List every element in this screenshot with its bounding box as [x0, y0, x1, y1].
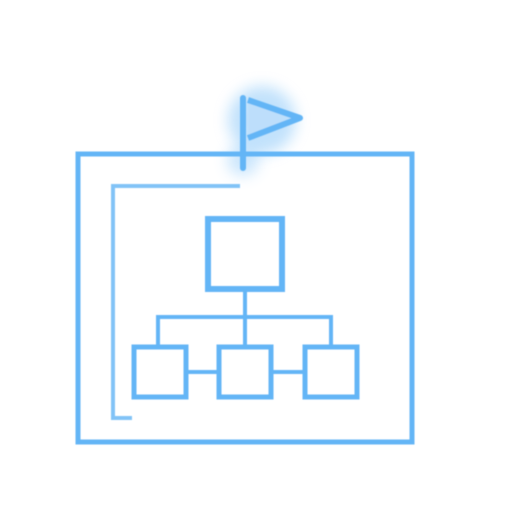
child-node-right — [302, 344, 360, 400]
return-path-line — [111, 184, 240, 420]
outer-frame — [75, 151, 415, 445]
top-node-box — [205, 216, 285, 292]
tree-connectors — [156, 289, 333, 374]
child-node-left — [131, 344, 189, 400]
child-node-middle — [216, 344, 274, 400]
